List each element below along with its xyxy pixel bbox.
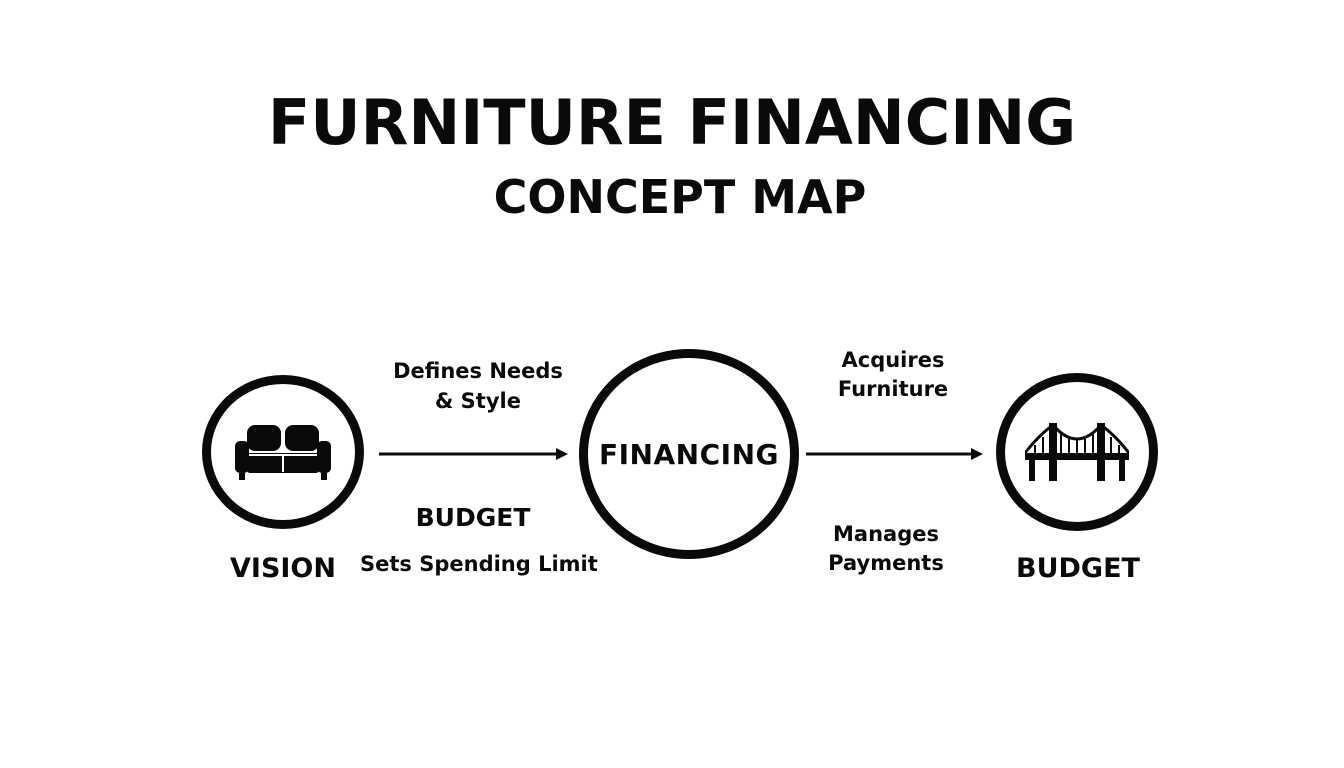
node-financing: FINANCING xyxy=(579,349,799,559)
arrow-vision-to-financing xyxy=(379,448,568,460)
node-vision-label: VISION xyxy=(230,553,336,584)
bridge-icon xyxy=(1025,423,1129,481)
node-vision xyxy=(202,375,364,529)
node-financing-label: FINANCING xyxy=(599,437,779,471)
node-budget xyxy=(996,373,1158,531)
edge-vision-financing-top-label: Defines Needs & Style xyxy=(393,359,563,413)
edge-financing-budget-top-label: Acquires Furniture xyxy=(837,348,949,401)
sofa-icon xyxy=(235,423,331,481)
edge-vision-financing-mid-label: BUDGET xyxy=(415,503,531,532)
edge-financing-budget-bottom-label: Manages Payments xyxy=(828,522,944,575)
page-title: FURNITURE FINANCING xyxy=(267,86,1077,159)
page-subtitle: CONCEPT MAP xyxy=(493,170,867,224)
edge-vision-financing-bottom-label: Sets Spending Limit xyxy=(360,552,598,576)
arrow-financing-to-budget xyxy=(806,448,983,460)
node-budget-label: BUDGET xyxy=(1016,553,1140,584)
